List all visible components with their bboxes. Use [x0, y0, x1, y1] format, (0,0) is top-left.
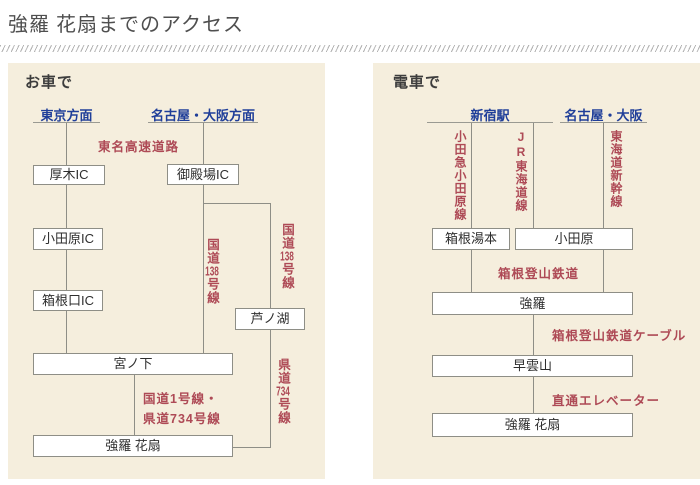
- node-gora-hanaougi-car: 強羅 花扇: [33, 435, 233, 457]
- node-miyanoshita: 宮ノ下: [33, 353, 233, 375]
- hatched-divider: [0, 45, 700, 52]
- road-pref734-label: 県道734号線: [276, 358, 290, 425]
- car-panel-heading: お車で: [25, 74, 74, 91]
- connector-line: [203, 203, 271, 204]
- line-jr-tokaido-label: JR東海道線: [514, 130, 528, 212]
- line-direct-elevator-label: 直通エレベーター: [552, 394, 661, 408]
- connector-line: [533, 377, 534, 413]
- line-tokaido-shinkansen-label: 東海道新幹線: [609, 130, 623, 208]
- node-atsugi-ic: 厚木IC: [33, 165, 105, 185]
- page-title: 強羅 花扇までのアクセス: [8, 14, 244, 36]
- node-hakoneguchi-ic: 箱根口IC: [33, 290, 103, 311]
- road-route138-right-label: 国道138号線: [280, 223, 294, 290]
- connector-line: [134, 375, 135, 435]
- line-odakyu-odawara-label: 小田急小田原線: [453, 130, 467, 221]
- origin-nagoya-osaka-direction: 名古屋・大阪方面: [148, 105, 258, 123]
- train-panel-heading: 電車で: [393, 74, 442, 91]
- node-ashinoko: 芦ノ湖: [235, 308, 305, 330]
- connector-line: [533, 123, 534, 228]
- node-gora-station: 強羅: [432, 292, 633, 315]
- line-hakone-tozan-label: 箱根登山鉄道: [498, 267, 580, 281]
- node-hakone-yumoto: 箱根湯本: [432, 228, 510, 250]
- node-odawara-ic: 小田原IC: [33, 228, 103, 250]
- connector-line: [533, 315, 534, 355]
- node-odawara-station: 小田原: [515, 228, 633, 250]
- connector-line: [233, 447, 271, 448]
- connector-line: [471, 123, 472, 292]
- road-tomei-expressway-label: 東名高速道路: [98, 140, 180, 154]
- train-panel: 電車で 新宿駅 名古屋・大阪 箱根湯本 小田原 強羅 早雲山 強羅 花扇 小田急…: [373, 63, 700, 479]
- connector-line: [203, 123, 204, 353]
- origin-nagoya-osaka: 名古屋・大阪: [560, 105, 647, 123]
- origin-tokyo: 東京方面: [33, 105, 100, 123]
- node-gotemba-ic: 御殿場IC: [167, 164, 239, 185]
- car-panel: お車で 東京方面 名古屋・大阪方面 厚木IC 御殿場IC 小田原IC 箱根口IC…: [8, 63, 325, 479]
- road-route138-left-label: 国道138号線: [205, 238, 219, 305]
- node-gora-hanaougi-train: 強羅 花扇: [432, 413, 633, 437]
- line-tozan-cable-label: 箱根登山鉄道ケーブル: [552, 329, 687, 343]
- node-sounzan: 早雲山: [432, 355, 633, 377]
- origin-shinjuku-station: 新宿駅: [427, 105, 553, 123]
- road-route1-pref734-label: 国道1号線・ 県道734号線: [143, 392, 221, 426]
- connector-line: [603, 123, 604, 292]
